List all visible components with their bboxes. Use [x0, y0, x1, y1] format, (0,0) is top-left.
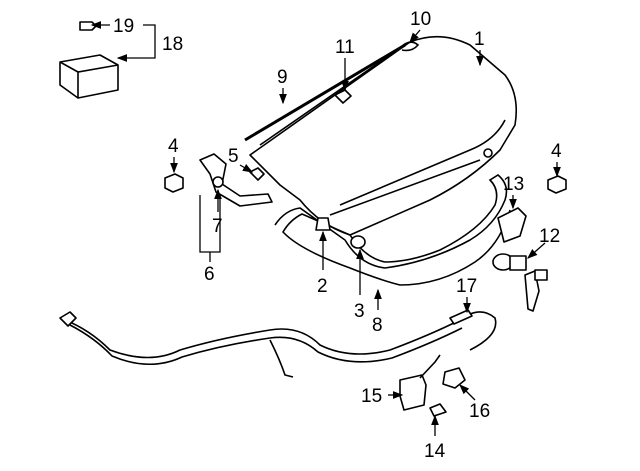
- callout-17: 17: [456, 276, 477, 297]
- callout-19: 19: [113, 16, 134, 37]
- latch-actuator: [442, 367, 466, 389]
- callout-4-right: 4: [551, 141, 562, 162]
- lock-bracket: [497, 207, 527, 243]
- callout-9: 9: [277, 67, 288, 88]
- leader-lines: [90, 21, 561, 436]
- support-rod: [244, 43, 406, 142]
- bumper-right: [547, 175, 567, 194]
- torsion-bar: [259, 41, 420, 146]
- callout-18: 18: [162, 34, 183, 55]
- grommet: [350, 235, 366, 249]
- lock-cylinder: [492, 253, 548, 312]
- callout-5: 5: [228, 146, 239, 167]
- callout-4-left: 4: [168, 136, 179, 157]
- trunk-lid: [249, 35, 518, 236]
- callout-8: 8: [372, 315, 383, 336]
- clip: [334, 89, 352, 104]
- callout-3: 3: [354, 301, 365, 322]
- callout-14: 14: [424, 441, 446, 462]
- callout-12: 12: [539, 226, 560, 247]
- callout-11: 11: [335, 37, 355, 58]
- callout-1: 1: [474, 29, 485, 50]
- callout-7: 7: [212, 216, 223, 237]
- callout-10: 10: [410, 9, 431, 30]
- stop: [315, 217, 331, 231]
- callout-15: 15: [361, 386, 382, 407]
- callout-16: 16: [469, 401, 490, 422]
- latch-switch: [429, 403, 447, 417]
- callout-2: 2: [317, 276, 328, 297]
- hinge-bolt: [249, 167, 265, 181]
- callout-6: 6: [204, 264, 215, 285]
- callout-13: 13: [503, 174, 524, 195]
- bumper-left: [164, 173, 184, 193]
- trunk-lamp: [59, 21, 119, 99]
- weatherstrip: [274, 174, 511, 286]
- release-cable: [64, 311, 497, 359]
- latch: [399, 374, 427, 411]
